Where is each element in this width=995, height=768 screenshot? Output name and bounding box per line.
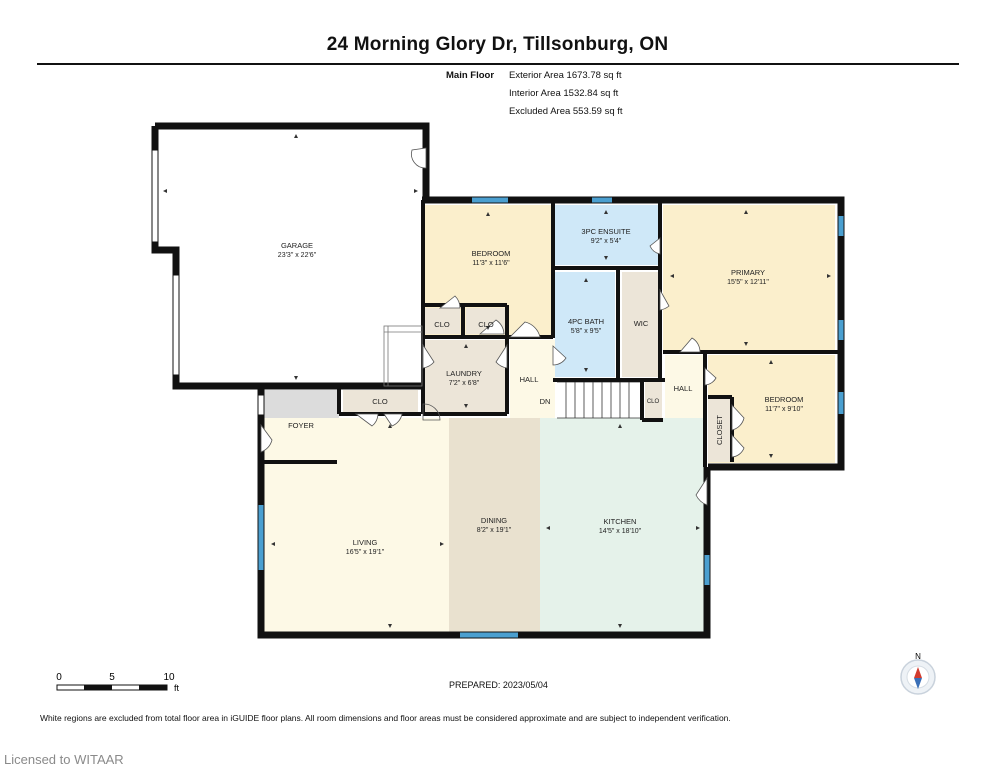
- exterior-area: Exterior Area 1673.78 sq ft: [509, 70, 622, 81]
- dining-label: DINING: [481, 516, 507, 525]
- room-clo-1: [425, 308, 460, 334]
- floor-plan: GARAGE 23'3" x 22'6" BEDROOM 11'3" x 11'…: [56, 122, 936, 695]
- header-rule: [37, 63, 959, 65]
- clo-2-label: CLO: [478, 320, 494, 329]
- wic-label: WIC: [634, 319, 649, 328]
- page-title: 24 Morning Glory Dr, Tillsonburg, ON: [326, 34, 669, 55]
- dining-dim: 8'2" x 19'1": [477, 527, 512, 534]
- ensuite-dim: 9'2" x 5'4": [591, 238, 622, 245]
- scale-bar: [56, 684, 168, 691]
- foyer-label: FOYER: [288, 421, 314, 430]
- living-label: LIVING: [353, 538, 378, 547]
- stairs-area: [557, 382, 640, 418]
- closet-label: CLOSET: [715, 415, 724, 445]
- primary-label: PRIMARY: [731, 268, 765, 277]
- bedroom-2-dim: 11'7" x 9'10": [765, 406, 803, 413]
- entry-steps: [383, 325, 423, 387]
- scale-unit: ft: [174, 683, 180, 693]
- room-clo-foyer: [343, 390, 418, 412]
- stairs-dn-label: DN: [540, 397, 551, 406]
- clo-1-label: CLO: [434, 320, 450, 329]
- room-kitchen: [540, 418, 705, 632]
- clo-foyer-label: CLO: [372, 397, 388, 406]
- bath-dim: 5'8" x 9'5": [571, 328, 602, 335]
- room-living: [263, 418, 449, 632]
- interior-area: Interior Area 1532.84 sq ft: [509, 88, 619, 99]
- garage-windows: [151, 149, 265, 416]
- dimension-markers: [163, 134, 831, 628]
- windows: [258, 197, 844, 638]
- doors: [260, 147, 745, 506]
- scale-label-0: 0: [56, 672, 62, 683]
- room-hall-1: [510, 340, 555, 418]
- hall-1-label: HALL: [520, 375, 539, 384]
- compass-north-label: N: [915, 652, 921, 661]
- bedroom-2-label: BEDROOM: [765, 395, 804, 404]
- garage-label: GARAGE: [281, 241, 313, 250]
- floor-label: Main Floor: [446, 70, 495, 81]
- room-clo-hall: [645, 382, 662, 418]
- scale-label-10: 10: [163, 672, 175, 683]
- primary-dim: 15'5" x 12'11": [727, 279, 769, 286]
- room-laundry: [425, 340, 505, 412]
- garage-dim: 23'3" x 22'6": [278, 252, 317, 259]
- footer-disclaimer: White regions are excluded from total fl…: [40, 713, 731, 723]
- kitchen-label: KITCHEN: [604, 517, 637, 526]
- room-closet: [708, 398, 732, 462]
- room-ensuite: [555, 205, 658, 265]
- kitchen-dim: 14'5" x 18'10": [599, 528, 642, 535]
- living-dim: 16'5" x 19'1": [346, 549, 385, 556]
- compass-icon: [900, 659, 936, 695]
- room-wic: [622, 272, 660, 377]
- room-hall-2: [665, 355, 705, 420]
- room-primary: [663, 205, 835, 350]
- clo-hall-label: CLO: [647, 399, 660, 405]
- laundry-dim: 7'2" x 6'8": [449, 380, 480, 387]
- interior-walls: [263, 200, 838, 467]
- excluded-area: Excluded Area 553.59 sq ft: [509, 106, 623, 117]
- prepared-date: PREPARED: 2023/05/04: [449, 680, 548, 690]
- bedroom-1-label: BEDROOM: [472, 249, 511, 258]
- bath-label: 4PC BATH: [568, 317, 604, 326]
- ensuite-label: 3PC ENSUITE: [581, 227, 630, 236]
- laundry-label: LAUNDRY: [446, 369, 482, 378]
- scale-label-5: 5: [109, 672, 115, 683]
- hall-2-label: HALL: [674, 384, 693, 393]
- license-text: Licensed to WITAAR: [4, 752, 124, 767]
- bedroom-1-dim: 11'3" x 11'6": [472, 260, 510, 267]
- room-dining: [449, 418, 540, 632]
